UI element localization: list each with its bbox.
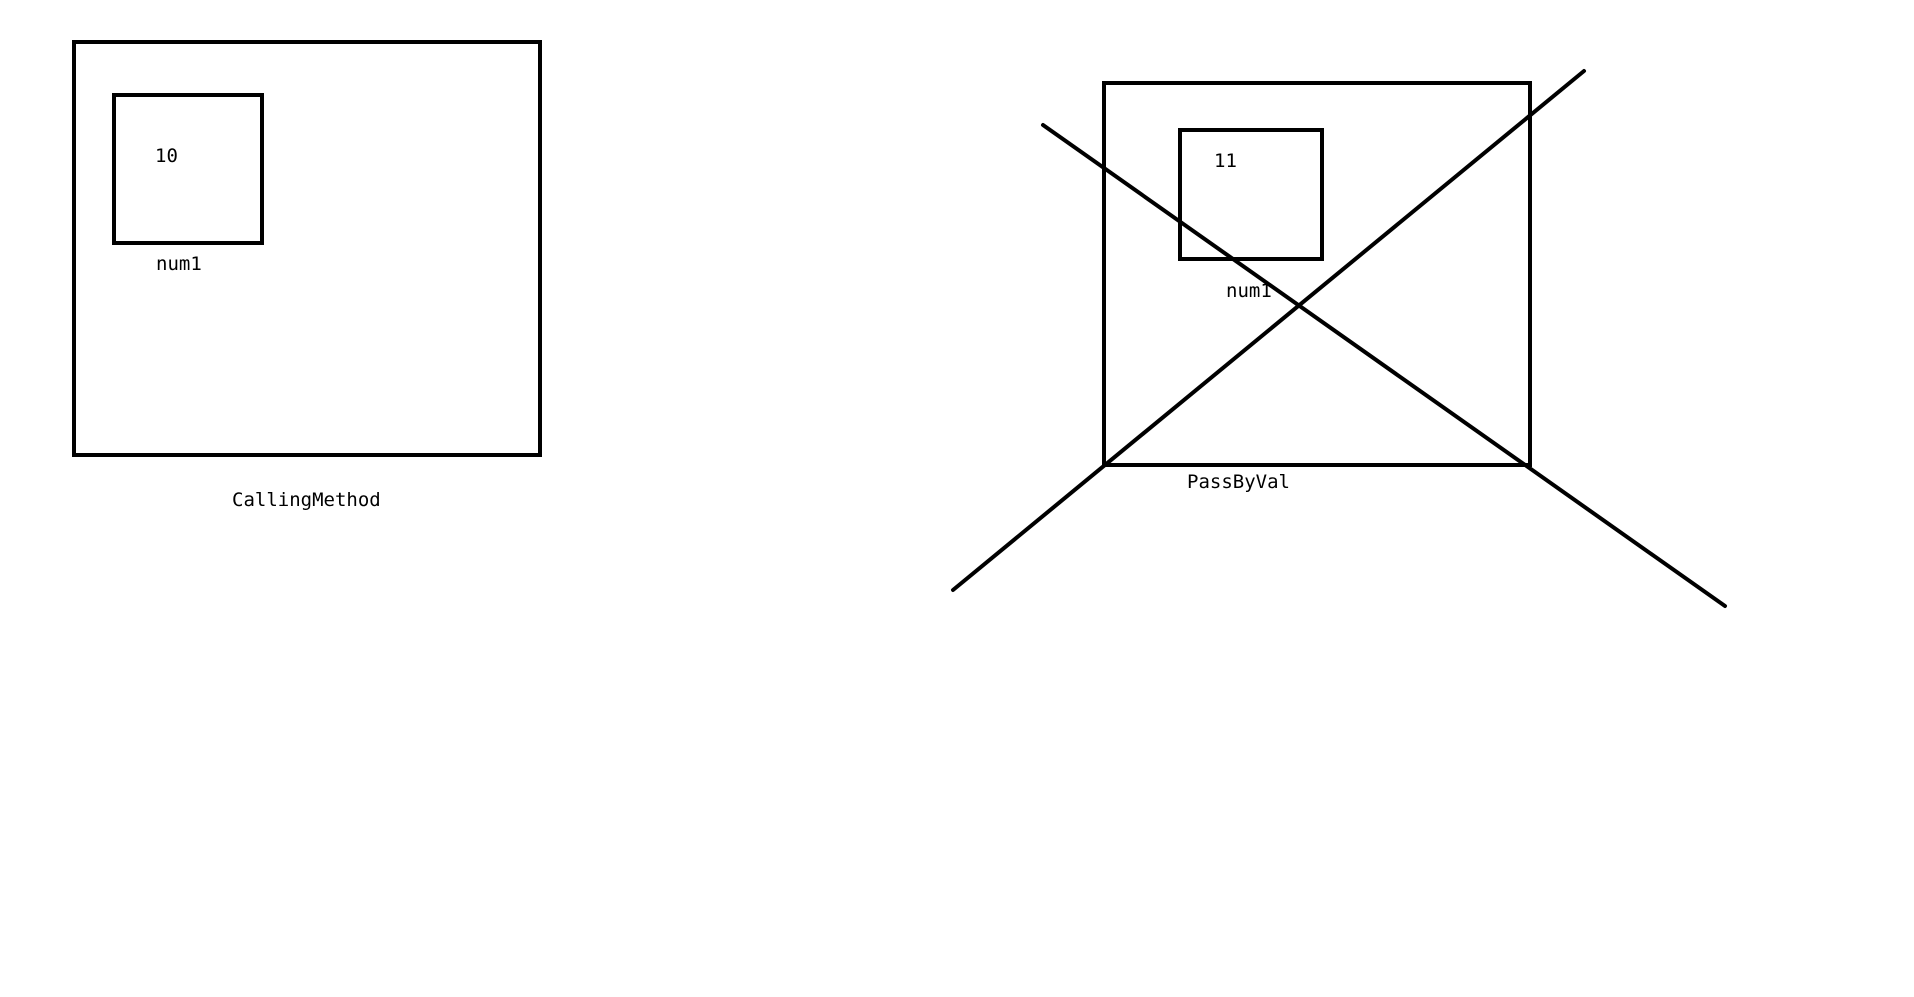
cross-out-line-descending [1041,123,1727,608]
cross-out-mark [951,69,1727,608]
calling-method-num1-label: num1 [156,253,202,275]
cross-out-line-ascending [951,69,1586,592]
pass-by-val-num1-box [1178,128,1324,261]
calling-method-num1-value: 10 [155,145,178,167]
calling-method-frame: 10 num1 CallingMethod [72,40,542,511]
calling-method-num1-box [112,93,264,245]
pass-by-val-num1-value: 11 [1214,150,1237,172]
pass-by-val-frame-label: PassByVal [1187,471,1290,493]
calling-method-frame-label: CallingMethod [232,489,381,511]
pass-by-val-frame-border [1102,81,1532,467]
pass-by-val-frame: 11 num1 PassByVal [1102,81,1532,493]
calling-method-frame-border [72,40,542,457]
pass-by-val-num1-label: num1 [1226,280,1272,302]
